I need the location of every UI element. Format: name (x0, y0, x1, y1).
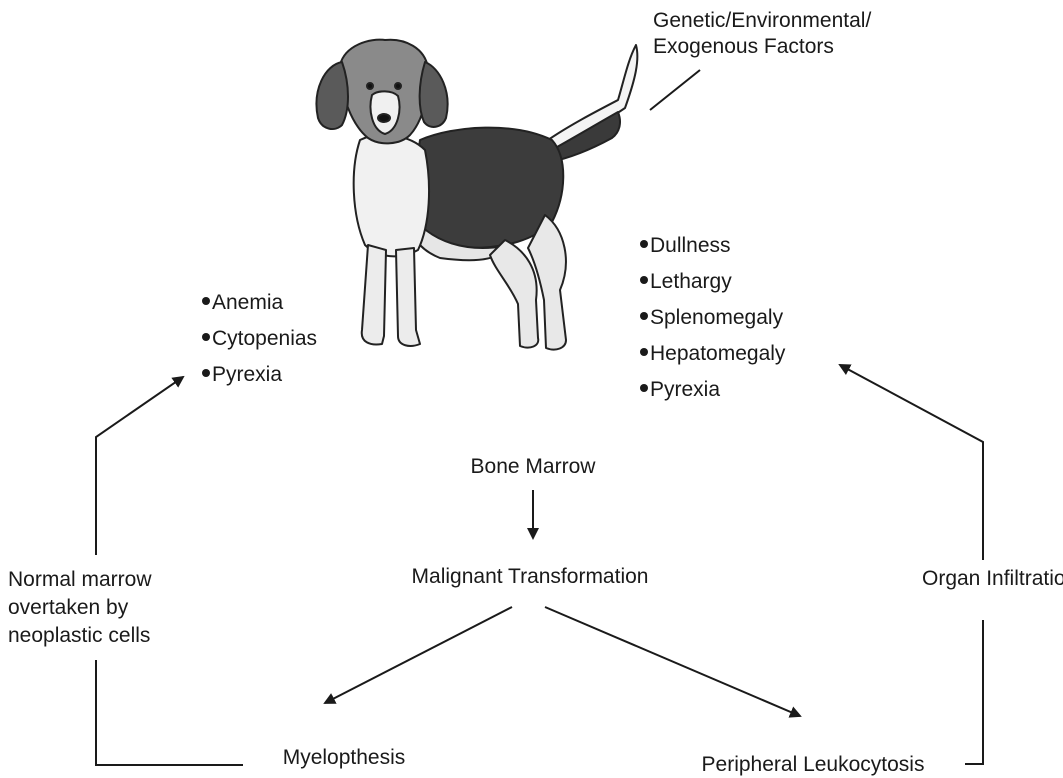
beagle-dog-illustration (317, 40, 638, 350)
bullet-dot-icon (640, 240, 648, 248)
malignant-transformation-node: Malignant Transformation (412, 564, 649, 590)
bullet-dot-icon (640, 384, 648, 392)
arrow-leukocytosis-to-organ-infiltration (965, 620, 983, 764)
factors-pointer-line (650, 70, 700, 110)
bullet-dot-icon (640, 312, 648, 320)
bullet-dot-icon (640, 348, 648, 356)
bone-marrow-node: Bone Marrow (471, 454, 596, 480)
bullet-dot-icon (202, 297, 210, 305)
arrow-transformation-to-myelopthesis (325, 607, 512, 703)
normal-marrow-line-2: overtaken by (8, 594, 152, 622)
normal-marrow-line-3: neoplastic cells (8, 622, 152, 650)
arrow-myelopthesis-to-left-signs (96, 660, 243, 765)
normal-marrow-line-1: Normal marrow (8, 566, 152, 594)
arrow-organ-infiltration-to-right-signs (840, 365, 983, 560)
right-signs-list: Dullness Lethargy Splenomegaly Hepatomeg… (640, 228, 785, 408)
left-sign-item: Anemia (202, 285, 317, 321)
bullet-dot-icon (202, 369, 210, 377)
factors-line-2: Exogenous Factors (653, 34, 871, 60)
right-sign-item: Dullness (640, 228, 785, 264)
organ-infiltration-label: Organ Infiltration (922, 566, 1063, 592)
normal-marrow-label: Normal marrow overtaken by neoplastic ce… (8, 566, 152, 650)
arrow-normal-marrow-to-signs (96, 377, 183, 555)
right-sign-item: Splenomegaly (640, 300, 785, 336)
left-sign-item: Cytopenias (202, 321, 317, 357)
bullet-dot-icon (640, 276, 648, 284)
factors-label: Genetic/Environmental/ Exogenous Factors (653, 8, 871, 60)
left-signs-list: Anemia Cytopenias Pyrexia (202, 285, 317, 393)
bullet-dot-icon (202, 333, 210, 341)
peripheral-leukocytosis-node: Peripheral Leukocytosis (702, 752, 925, 778)
myelopthesis-node: Myelopthesis (283, 745, 406, 771)
left-sign-item: Pyrexia (202, 357, 317, 393)
arrow-transformation-to-leukocytosis (545, 607, 800, 716)
right-sign-item: Lethargy (640, 264, 785, 300)
right-sign-item: Pyrexia (640, 372, 785, 408)
right-sign-item: Hepatomegaly (640, 336, 785, 372)
factors-line-1: Genetic/Environmental/ (653, 8, 871, 34)
